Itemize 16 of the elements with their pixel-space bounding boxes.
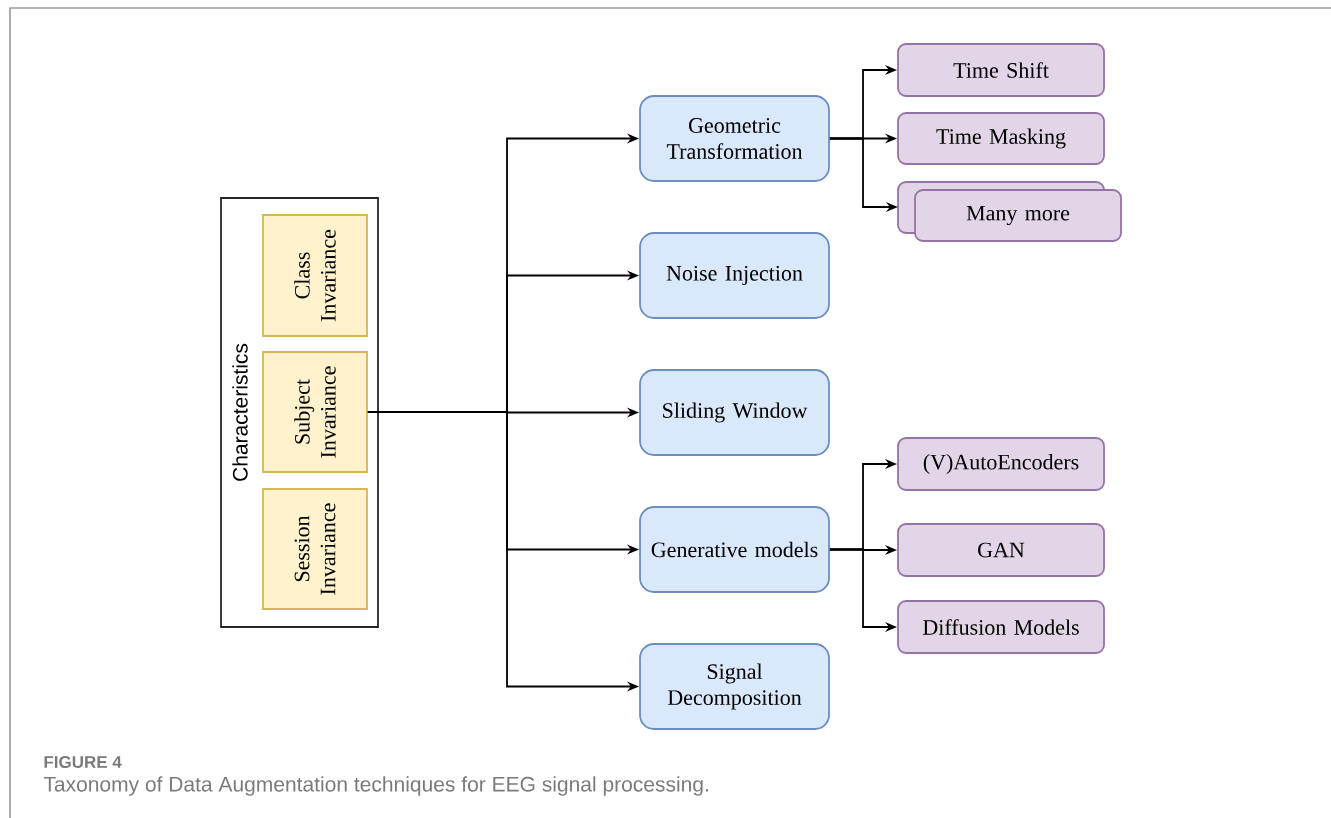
method-box: (V)AutoEncoders bbox=[897, 437, 1105, 491]
figure-label: FIGURE 4 bbox=[44, 756, 122, 768]
technique-box: Signal Decomposition bbox=[639, 643, 830, 730]
caption-text: Taxonomy of Data Augmentation techniques for EEG signal processing. bbox=[43, 776, 708, 796]
technique-box: Generative models bbox=[639, 506, 830, 593]
technique-box: Noise Injection bbox=[639, 232, 830, 319]
method-box: Time Masking bbox=[897, 112, 1105, 165]
method-box: Diffusion Models bbox=[897, 600, 1105, 654]
property-box: Session Invariance bbox=[262, 488, 368, 610]
method-box: GAN bbox=[897, 523, 1105, 577]
method-box: Time Shift bbox=[897, 43, 1105, 97]
technique-box: Geometric Transformation bbox=[639, 95, 830, 182]
property-box: Class Invariance bbox=[262, 214, 368, 337]
technique-box: Sliding Window bbox=[639, 369, 830, 456]
stacked-method-box: Many more bbox=[897, 181, 1122, 242]
property-box: Subject Invariance bbox=[262, 351, 368, 473]
